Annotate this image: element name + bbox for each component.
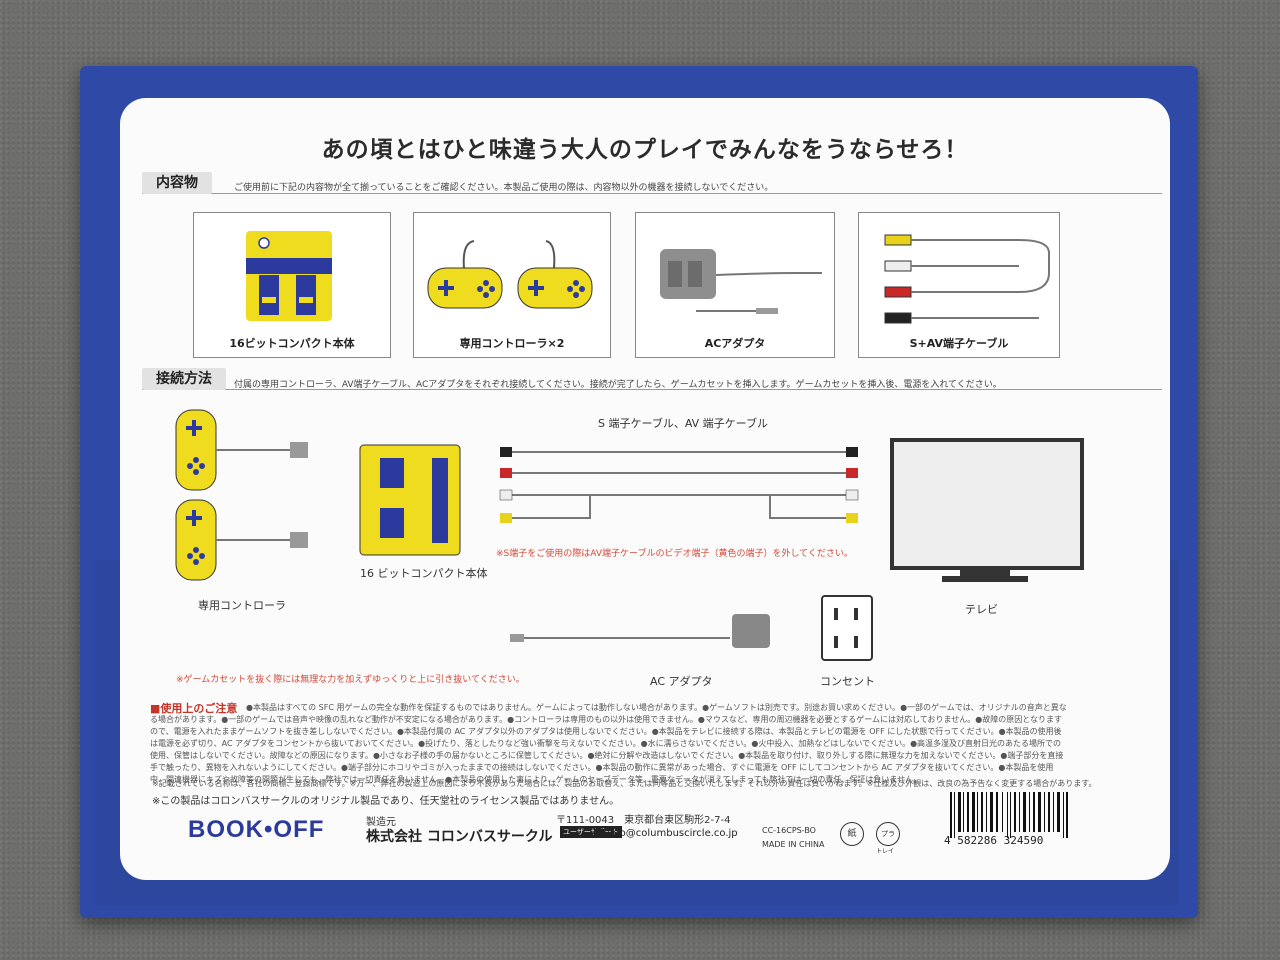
support-email: info@columbuscircle.co.jp [594, 828, 738, 839]
cautions-body: ●本製品はすべての SFC 用ゲームの完全な動作を保証するものではありません。ゲ… [150, 703, 1067, 784]
section-rule [142, 193, 1162, 194]
av-cable-illustration [884, 234, 1050, 324]
section-rule [142, 389, 1162, 390]
barcode-icon [950, 792, 1068, 838]
controllers-illustration [427, 240, 593, 309]
contents-label: 内容物 [142, 172, 212, 194]
original-note: ※この製品はコロンバスサークルのオリジナル製品であり、任天堂社のライセンス製品で… [152, 796, 620, 807]
connection-diagram [175, 409, 1084, 661]
tv-icon [890, 438, 1084, 570]
cautions-title: ■使用上のご注意 [150, 702, 238, 715]
connection-note: 付属の専用コントローラ、AV端子ケーブル、ACアダプタをそれぞれ接続してください… [234, 380, 1002, 390]
plastic-recycle-icon: プラ [876, 822, 900, 846]
maker-name: 株式会社 コロンバスサークル [366, 829, 553, 845]
maker-prefix: 製造元 [366, 817, 396, 828]
contents-note: ご使用前に下記の内容物が全て揃っていることをご確認ください。本製品ご使用の際は、… [234, 183, 774, 193]
cassette-note: ※ゲームカセットを抜く際には無理な力を加えずゆっくりと上に引き抜いてください。 [176, 675, 525, 685]
email-text: info@columbuscircle.co.jp [607, 828, 738, 839]
ac-adapter-diagram-icon [732, 614, 770, 648]
outlet-icon [821, 595, 873, 661]
model-number: CC-16CPS-BO [762, 826, 816, 835]
headline: あの頃とはひと味違う大人のプレイでみんなをうならせろ！ [321, 137, 969, 163]
item-ac-adapter: ACアダプタ [635, 212, 835, 358]
mail-icon [594, 829, 604, 837]
controller-label: 専用コントローラ [198, 599, 286, 612]
cable-label: S 端子ケーブル、AV 端子ケーブル [598, 417, 769, 430]
paper-recycle-icon: 紙 [840, 822, 864, 846]
trademark-note: ※記載されている名称は、各社の商標、登録商標です。※万一、弊社の製造上の原因によ… [152, 779, 1097, 788]
item-controllers: 専用コントローラ×2 [413, 212, 611, 358]
connection-label: 接続方法 [142, 368, 226, 390]
s-video-note: ※S端子をご使用の際はAV端子ケーブルのビデオ端子（黄色の端子）を外してください… [496, 549, 853, 559]
item-console: 16ビットコンパクト本体 [193, 212, 391, 358]
tv-label: テレビ [965, 603, 998, 616]
item-caption: ACアダプタ [704, 337, 766, 350]
ac-adapter-illustration [660, 249, 822, 314]
item-caption: 16ビットコンパクト本体 [229, 337, 355, 350]
made-in: MADE IN CHINA [762, 840, 825, 849]
item-caption: 専用コントローラ×2 [459, 337, 565, 350]
postal-address: 〒111-0043 東京都台東区駒形2-7-4 [556, 815, 731, 826]
console-label: 16 ビットコンパクト本体 [360, 567, 488, 580]
adapter-label: AC アダプタ [650, 675, 713, 688]
item-av-cable: S+AV端子ケーブル [858, 212, 1060, 358]
bookoff-logo: BOOK•OFF [188, 816, 325, 843]
outlet-label: コンセント [820, 675, 875, 688]
console-illustration [246, 231, 332, 321]
item-caption: S+AV端子ケーブル [909, 337, 1009, 350]
support-badge: ユーザーサポート [560, 826, 622, 838]
barcode-number: 4 582286 324590 [944, 834, 1044, 847]
tray-label: トレイ [876, 848, 895, 855]
